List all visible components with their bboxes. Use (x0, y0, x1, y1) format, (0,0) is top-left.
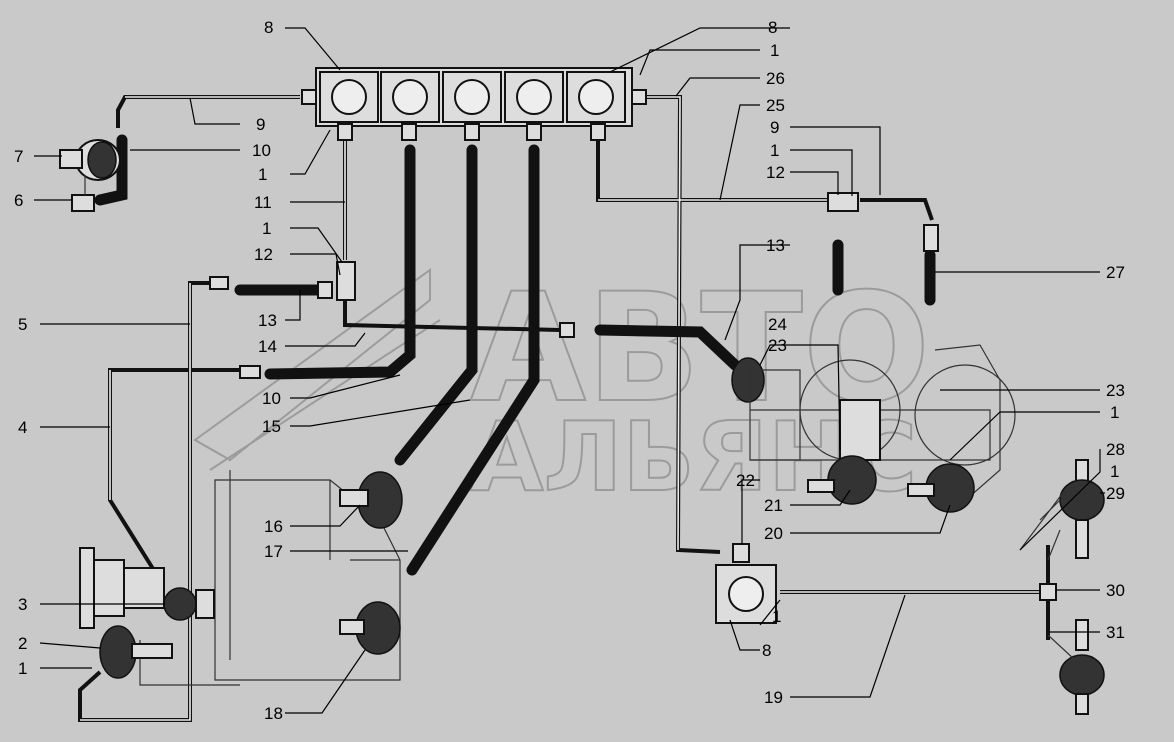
brake-chamber-31 (1059, 619, 1105, 715)
callout-label: 11 (254, 193, 272, 212)
callout-label: 1 (1110, 462, 1119, 481)
callout-label: 3 (18, 595, 27, 614)
brake-chamber-24 (731, 357, 765, 403)
brake-hoses (94, 134, 936, 576)
callout-label: 10 (252, 141, 271, 160)
valve-manifold (315, 67, 633, 127)
callout-label: 13 (766, 236, 785, 255)
callout-label: 1 (258, 165, 267, 184)
callout-label: 25 (766, 96, 785, 115)
callout-label: 9 (770, 118, 779, 137)
callout-label: 2 (18, 634, 27, 653)
callout-label: 23 (1106, 381, 1125, 400)
callout-label: 1 (262, 219, 271, 238)
fittings (209, 89, 1057, 601)
callout-label: 8 (762, 641, 771, 660)
callout-label: 20 (764, 524, 783, 543)
rear-axle (749, 344, 1016, 513)
callout-label: 17 (264, 542, 283, 561)
callout-label: 23 (768, 336, 787, 355)
callout-label: 19 (764, 688, 783, 707)
callout-label: 12 (254, 245, 273, 264)
callout-label: 1 (18, 659, 27, 678)
callout-label: 29 (1106, 484, 1125, 503)
callout-label: 1 (770, 141, 779, 160)
callout-label: 5 (18, 315, 27, 334)
callout-label: 26 (766, 69, 785, 88)
brake-chamber-2 (99, 625, 173, 679)
trailer-valve (715, 543, 777, 624)
callout-label: 8 (264, 18, 273, 37)
gearbox (79, 470, 401, 686)
brake-chamber-18 (339, 601, 401, 655)
callout-label: 4 (18, 418, 27, 437)
callout-label: 24 (768, 315, 787, 334)
callout-label: 15 (262, 417, 281, 436)
callout-label: 28 (1106, 440, 1125, 459)
callout-label: 12 (766, 163, 785, 182)
callout-label: 10 (262, 389, 281, 408)
watermark: АВТО АЛЬЯНС (193, 261, 931, 514)
manifold-cells (319, 71, 626, 123)
callout-label: 6 (14, 191, 23, 210)
brake-lines (78, 95, 1050, 722)
callout-label: 27 (1106, 263, 1125, 282)
leader-lines (34, 27, 1105, 714)
brake-chamber-16 (339, 471, 403, 529)
callout-label: 30 (1106, 581, 1125, 600)
tee-fitting-left (336, 261, 356, 301)
callout-labels: 8 8 1 26 25 9 1 12 9 10 7 1 6 11 1 12 13… (14, 18, 1125, 723)
brake-chamber-29 (1059, 459, 1105, 559)
pressure-valve (59, 139, 121, 212)
callout-label: 9 (256, 115, 265, 134)
callout-label: 31 (1106, 623, 1125, 642)
callout-label: 16 (264, 517, 283, 536)
callout-label: 1 (1110, 403, 1119, 422)
callout-label: 7 (14, 147, 23, 166)
callout-label: 1 (772, 607, 781, 626)
callout-label: 22 (736, 471, 755, 490)
callout-label: 8 (768, 18, 777, 37)
callout-label: 13 (258, 311, 277, 330)
callout-label: 18 (264, 704, 283, 723)
tee-fitting-right (827, 192, 859, 212)
callout-label: 14 (258, 337, 277, 356)
callout-label: 1 (770, 41, 779, 60)
callout-label: 21 (764, 496, 783, 515)
